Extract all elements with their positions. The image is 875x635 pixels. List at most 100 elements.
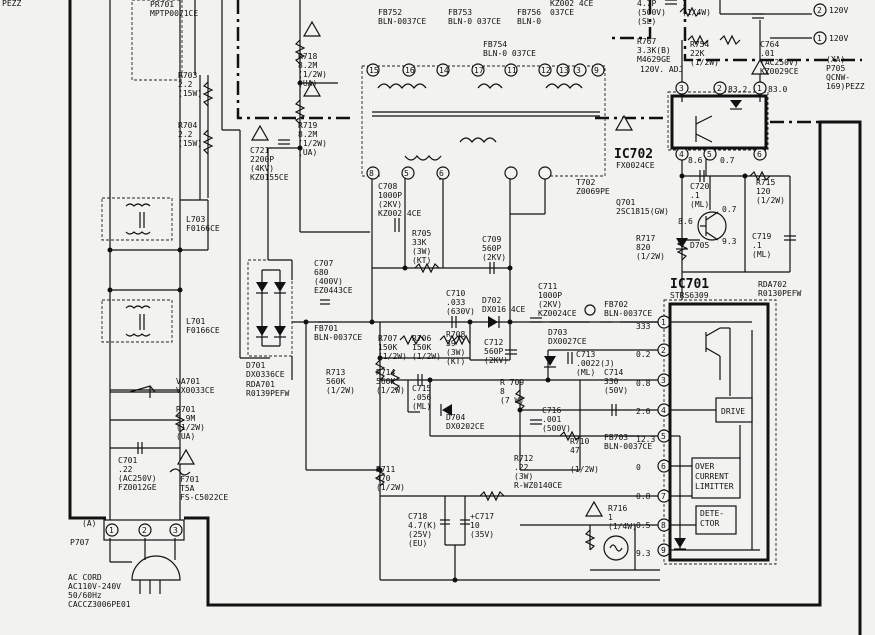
component-text-line: 8	[500, 387, 505, 396]
component-text-line: R719	[298, 121, 317, 130]
component-text-line: FB756	[517, 8, 541, 17]
pin-number: 11	[507, 66, 517, 75]
pin-number: 3	[679, 84, 684, 93]
component-text-line: 50/60Hz	[68, 591, 102, 600]
component-text-line: BLN-0037CE	[378, 17, 426, 26]
p707-label: P707	[70, 538, 89, 547]
component-text-line: 3.3K(B)	[637, 46, 671, 55]
component-text-line: (50V)	[604, 386, 628, 395]
component-text-line: EZ0443CE	[314, 286, 353, 295]
warning-icons	[176, 20, 770, 517]
pin-number: 3	[576, 66, 581, 75]
component-text-line: FB702	[604, 300, 628, 309]
component-text-line: (15W)	[178, 89, 202, 98]
r712-label: R712.22(3W)R-WZ0140CE	[514, 454, 562, 490]
ic701-title: IC701	[670, 277, 709, 292]
component-text-line: R706	[412, 334, 431, 343]
pin-circles	[103, 3, 827, 557]
component-text-line: C764	[760, 40, 779, 49]
component-text-line: 10	[470, 521, 480, 530]
block-text-line: CTOR	[700, 519, 719, 528]
component-text-line: (1/2W)	[636, 252, 665, 261]
component-text-line: DX0336CE	[246, 370, 285, 379]
terminal-3: 3	[173, 526, 178, 535]
component-text-line: BLN-0 037CE	[448, 17, 501, 26]
r7xx-label: 1(1/4W)	[682, 0, 711, 17]
component-text-line: 169)PEZZ	[826, 82, 865, 91]
component-text-line: R710	[570, 437, 589, 446]
component-text-line: R 709	[500, 378, 524, 387]
component-text-line: BLN-0037CE	[314, 333, 362, 342]
component-text-line: R712	[514, 454, 533, 463]
component-text-line: (25V)	[408, 530, 432, 539]
component-text-line: FB701	[314, 324, 338, 333]
p707-tag: (A)	[82, 519, 96, 528]
component-text-line: R718	[298, 52, 317, 61]
p705-pin-2: 2	[817, 6, 822, 15]
component-text-line: (15W)	[178, 139, 202, 148]
component-text-line: Z0069PE	[576, 187, 610, 196]
component-text-line: R0139PEFW	[246, 389, 290, 398]
component-text-line: RDA702	[758, 280, 787, 289]
component-text-line: R717	[636, 234, 655, 243]
p705-120v-b: 120V	[829, 34, 848, 43]
component-text-line: C712	[484, 338, 503, 347]
component-text-line: (AC250V)	[118, 474, 157, 483]
component-text-line: C718	[408, 512, 427, 521]
component-text-line: M4629GE	[637, 55, 671, 64]
component-text-line: VX0033CE	[176, 386, 215, 395]
pin-number: 15	[369, 66, 379, 75]
pin-number: 9.3	[722, 237, 737, 246]
component-text-line: D703	[548, 328, 567, 337]
pin-number: 1	[661, 318, 666, 327]
component-text-line: (UA)	[176, 432, 195, 441]
component-text-line: KZ002 4CE	[550, 0, 594, 8]
pin-number: 0.7	[720, 156, 735, 165]
component-text-line: 560K	[376, 377, 395, 386]
component-text-line: (1/2W)	[298, 70, 327, 79]
misc-symbols	[109, 115, 731, 594]
warning-icon	[584, 500, 604, 517]
component-text-line: 120V. ADJ	[640, 65, 683, 74]
component-text-line: DX016 4CE	[482, 305, 526, 314]
component-text-line: KZ0029CE	[760, 67, 799, 76]
component-text-line: (1/2W)	[378, 352, 407, 361]
component-text-line: 22K	[690, 49, 705, 58]
warning-icon	[614, 114, 634, 131]
component-text-line: 8.2M	[298, 130, 317, 139]
component-text-line: VA701	[176, 377, 200, 386]
component-text-line: Q701	[616, 198, 635, 207]
component-text-line: R705	[412, 229, 431, 238]
ic-blocks	[668, 94, 770, 562]
pin-number: 4	[661, 406, 666, 415]
p705-pin-1: 1	[817, 34, 822, 43]
component-text-line: .22	[514, 463, 529, 472]
c716-label: C716.001(500V)	[542, 406, 571, 433]
component-text-line: FB703	[604, 433, 628, 442]
component-text-line: 2200P	[250, 155, 274, 164]
component-text-line: C707	[314, 259, 333, 268]
component-text-line: (3W)	[446, 348, 465, 357]
component-text-line: (UA)	[298, 148, 317, 157]
pin-number: 16	[405, 66, 415, 75]
component-text-line: CACCZ3006PE01	[68, 600, 131, 609]
component-text-line: DX0202CE	[446, 422, 485, 431]
terminal-1: 1	[109, 526, 114, 535]
component-text-line: F701	[180, 475, 199, 484]
pin-number: 12.3	[636, 435, 655, 444]
